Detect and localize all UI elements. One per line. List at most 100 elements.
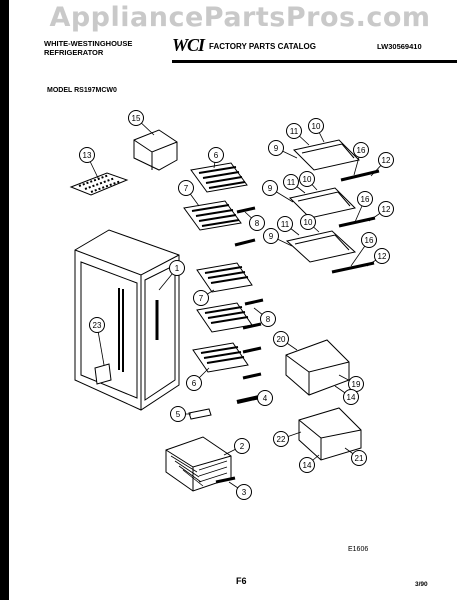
callout-number: 12 <box>382 156 391 165</box>
callout-12: 12 <box>368 201 394 222</box>
site-watermark: AppliancePartsPros.com <box>49 2 431 33</box>
callout-bubble <box>128 110 144 126</box>
callout-bubble <box>263 228 279 244</box>
callout-12: 12 <box>366 248 390 267</box>
callout-bubble <box>283 174 299 190</box>
callout-bubble <box>268 140 284 156</box>
callout-number: 11 <box>290 127 299 136</box>
callout-bubble <box>286 123 302 139</box>
callout-9: 9 <box>263 228 293 247</box>
callout-number: 11 <box>287 178 296 187</box>
part-23-label <box>94 363 112 385</box>
product-type: REFRIGERATOR <box>44 48 104 57</box>
callout-number: 10 <box>312 122 321 131</box>
part-3-basket-rail <box>215 476 236 484</box>
header-rule <box>172 60 457 63</box>
part-6-wire-shelf-lower <box>192 342 249 373</box>
callout-number: 7 <box>199 294 204 303</box>
callout-number: 10 <box>303 175 312 184</box>
model-label: MODEL RS197MCW0 <box>47 87 117 94</box>
callout-bubble <box>208 147 224 163</box>
part-13-egg-tray <box>69 172 129 196</box>
callout-3: 3 <box>228 481 252 500</box>
callout-bubble <box>361 232 377 248</box>
callout-bubble <box>378 201 394 217</box>
callout-bubble <box>260 311 276 327</box>
refrigerator-cabinet <box>74 229 180 411</box>
callout-number: 9 <box>274 144 279 153</box>
part-10-glass-shelf-2 <box>289 187 356 219</box>
callout-4: 4 <box>252 390 273 406</box>
callout-number: 4 <box>263 394 268 403</box>
callout-16: 16 <box>350 232 377 267</box>
callout-number: 16 <box>357 146 366 155</box>
callout-bubble <box>299 457 315 473</box>
callout-5: 5 <box>170 406 191 422</box>
part-7-wire-shelf-lower-2 <box>196 302 253 333</box>
callout-number: 23 <box>93 321 102 330</box>
callout-9: 9 <box>262 180 294 203</box>
part-2-freezer-basket <box>165 436 232 492</box>
callout-12: 12 <box>370 152 394 177</box>
callout-19: 19 <box>338 374 364 392</box>
part-7-wire-shelf-lower-1 <box>196 262 253 293</box>
callout-number: 2 <box>240 442 245 451</box>
part-5-bracket <box>188 408 212 420</box>
callout-number: 14 <box>347 393 356 402</box>
callout-number: 13 <box>83 151 92 160</box>
callout-20: 20 <box>273 331 298 351</box>
callout-11: 11 <box>286 123 310 146</box>
page-code: F6 <box>236 576 247 586</box>
document-number: LW30569410 <box>377 42 422 51</box>
part-16-shelf-trim <box>331 169 380 274</box>
callout-number: 9 <box>269 232 274 241</box>
callout-bubble <box>357 191 373 207</box>
part-15-door-bin <box>133 129 178 171</box>
callout-bubble <box>79 147 95 163</box>
callout-15: 15 <box>128 110 155 136</box>
callout-11: 11 <box>277 216 300 236</box>
catalog-title: FACTORY PARTS CATALOG <box>209 42 316 51</box>
callout-number: 12 <box>378 252 387 261</box>
callout-2: 2 <box>223 438 250 456</box>
callout-14: 14 <box>334 385 359 405</box>
callout-number: 20 <box>277 335 286 344</box>
parts-catalog-sheet: AppliancePartsPros.com WHITE-WESTINGHOUS… <box>9 0 471 600</box>
callout-number: 10 <box>304 218 313 227</box>
callout-number: 5 <box>176 410 181 419</box>
callout-6: 6 <box>186 367 210 391</box>
callout-22: 22 <box>273 431 302 447</box>
callout-number: 11 <box>281 220 290 229</box>
callout-bubble <box>300 214 316 230</box>
callout-9: 9 <box>268 140 298 159</box>
callout-bubble <box>353 142 369 158</box>
callout-number: 16 <box>365 236 374 245</box>
callout-10: 10 <box>300 214 320 233</box>
callout-number: 6 <box>192 379 197 388</box>
brand-name: WHITE-WESTINGHOUSE <box>44 39 133 48</box>
part-4-handle <box>236 395 260 404</box>
wci-logo: WCI <box>172 35 205 55</box>
callout-14: 14 <box>299 454 320 473</box>
callout-number: 22 <box>277 435 286 444</box>
callout-number: 8 <box>266 315 271 324</box>
callout-bubble <box>178 180 194 196</box>
callout-bubble <box>169 260 185 276</box>
callout-16: 16 <box>353 142 369 176</box>
callout-number: 3 <box>242 488 247 497</box>
callout-6: 6 <box>208 147 224 169</box>
callout-bubble <box>374 248 390 264</box>
callout-21: 21 <box>344 447 367 466</box>
callout-8: 8 <box>253 307 276 327</box>
part-8-shelf-supports-upper <box>234 206 256 247</box>
callout-bubble <box>234 438 250 454</box>
callout-bubble <box>170 406 186 422</box>
callout-number: 1 <box>175 264 180 273</box>
callout-number: 15 <box>132 114 141 123</box>
callout-bubble <box>262 180 278 196</box>
callout-bubble <box>249 215 265 231</box>
callout-bubble <box>257 390 273 406</box>
callout-number: 6 <box>214 151 219 160</box>
callout-7: 7 <box>193 289 215 306</box>
